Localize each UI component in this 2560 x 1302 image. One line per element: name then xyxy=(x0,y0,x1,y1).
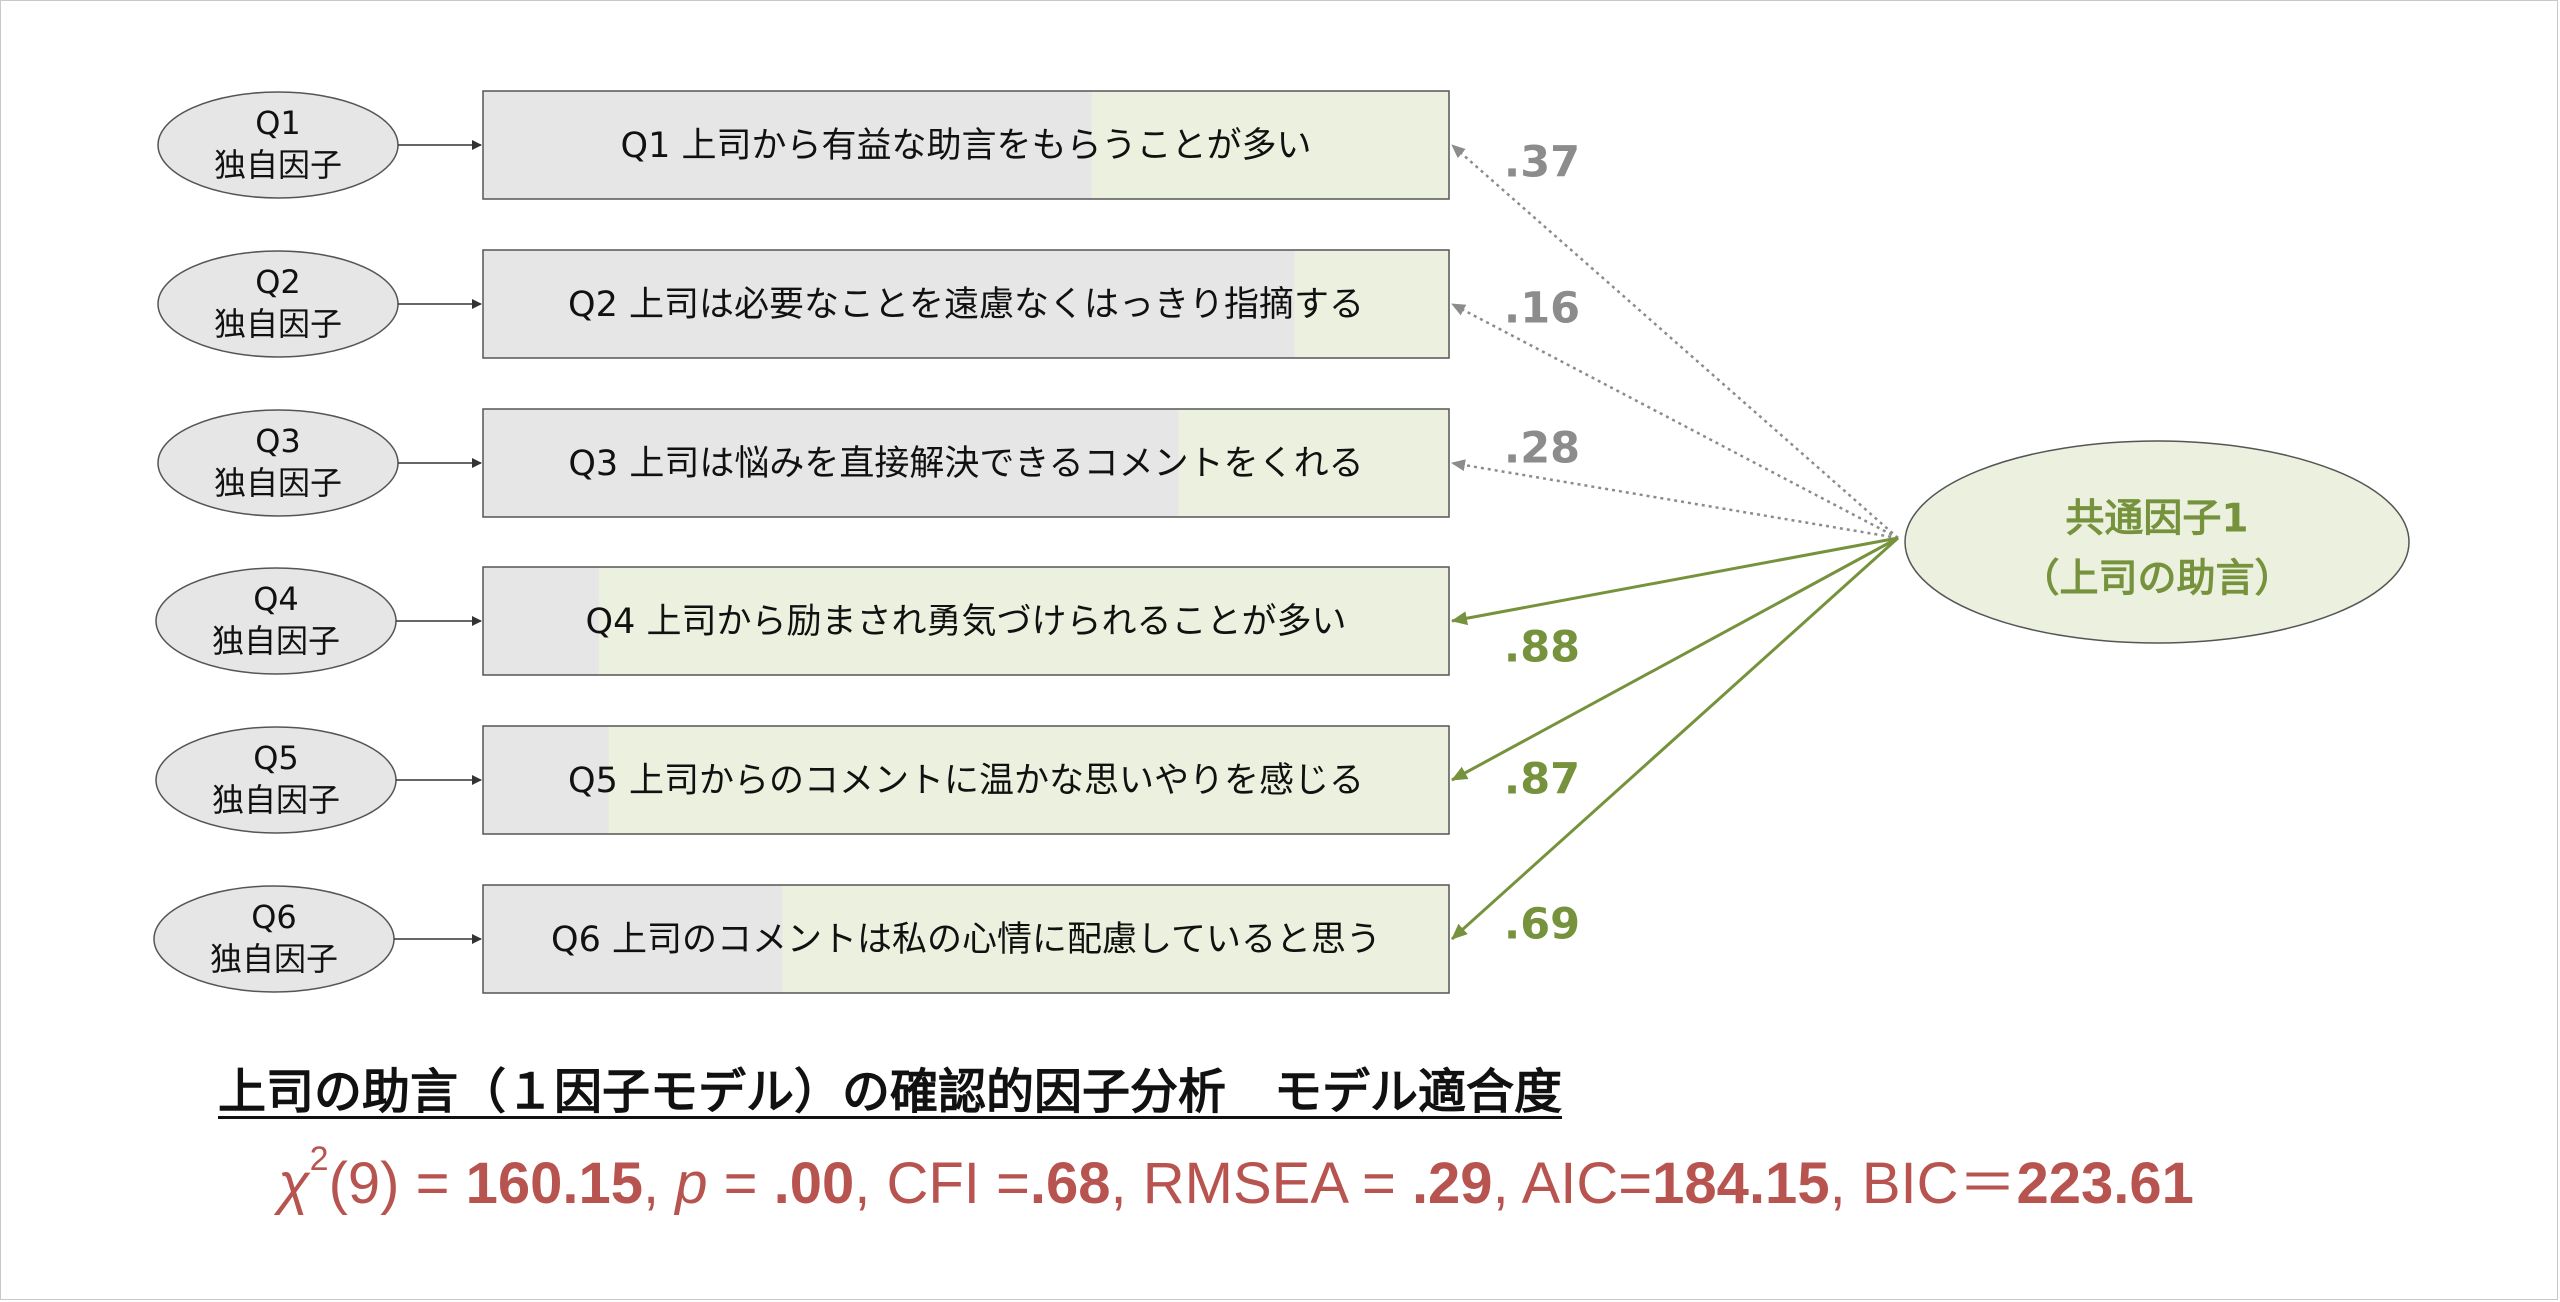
aic-value: 184.15 xyxy=(1652,1151,1830,1216)
item-text: Q2 上司は必要なことを遠慮なくはっきり指摘する xyxy=(568,285,1364,325)
loading-coefficient-q3: .28 xyxy=(1504,424,1580,474)
loading-path-q1 xyxy=(1451,144,1899,539)
sep-4: , xyxy=(1492,1151,1522,1216)
chi-value: 160.15 xyxy=(465,1151,643,1216)
p-symbol: p xyxy=(675,1151,708,1216)
item-loading-fill xyxy=(608,726,1449,834)
item-row-q5: Q5 独自因子 Q5 上司からのコメントに温かな思いやりを感じる .87 xyxy=(155,725,1580,835)
chi-equals: = xyxy=(399,1151,466,1216)
unique-factor-q4: Q4 独自因子 xyxy=(155,567,397,675)
item-box-q3: Q3 上司は悩みを直接解決できるコメントをくれる xyxy=(482,408,1450,518)
unique-factor-q2: Q2 独自因子 xyxy=(157,250,399,358)
fit-title: 上司の助言（１因子モデル）の確認的因子分析 モデル適合度 xyxy=(218,1064,1563,1120)
loading-coefficient-q6: .69 xyxy=(1504,900,1580,950)
item-text: Q3 上司は悩みを直接解決できるコメントをくれる xyxy=(568,444,1363,484)
loading-path-q4 xyxy=(1451,536,1899,626)
item-box-border xyxy=(482,249,1450,359)
loading-path-q2 xyxy=(1451,302,1899,540)
item-loading-fill xyxy=(1178,409,1449,517)
unique-factor-label: 独自因子 xyxy=(214,464,342,502)
unique-factor-q1: Q1 独自因子 xyxy=(157,91,399,199)
item-loading-fill xyxy=(1294,250,1449,358)
item-box-border xyxy=(482,725,1450,835)
loading-path-q6 xyxy=(1450,536,1900,941)
item-box-q1: Q1 上司から有益な助言をもらうことが多い xyxy=(482,90,1450,200)
sep-5: , xyxy=(1829,1151,1862,1216)
unique-factor-id: Q5 xyxy=(253,739,299,777)
item-loading-fill xyxy=(1091,91,1449,199)
item-text: Q5 上司からのコメントに温かな思いやりを感じる xyxy=(568,761,1364,801)
loading-paths xyxy=(1450,144,1900,941)
item-text: Q1 上司から有益な助言をもらうことが多い xyxy=(621,126,1312,166)
common-factor-sublabel: （上司の助言） xyxy=(2020,557,2293,602)
bic-label: BIC＝ xyxy=(1861,1151,2017,1216)
loading-coefficient-q5: .87 xyxy=(1504,755,1580,805)
fit-statistics: χ2(9) = 160.15, p = .00, CFI =.68, RMSEA… xyxy=(278,1136,2194,1220)
item-row-q2: Q2 独自因子 Q2 上司は必要なことを遠慮なくはっきり指摘する .16 xyxy=(157,249,1580,359)
unique-factor-id: Q3 xyxy=(255,422,301,460)
item-box-border xyxy=(482,408,1450,518)
sep-1: , xyxy=(643,1151,676,1216)
chi-superscript: 2 xyxy=(309,1140,329,1178)
item-box-border xyxy=(482,884,1450,994)
unique-factor-id: Q1 xyxy=(255,104,301,142)
unique-factor-label: 独自因子 xyxy=(214,305,342,343)
item-row-q6: Q6 独自因子 Q6 上司のコメントは私の心情に配慮していると思う .69 xyxy=(153,884,1580,994)
p-equals: = xyxy=(707,1151,774,1216)
sep-3: , xyxy=(1110,1151,1143,1216)
unique-factor-q3: Q3 独自因子 xyxy=(157,409,399,517)
common-factor: 共通因子1 （上司の助言） xyxy=(1904,440,2410,644)
sep-2: , xyxy=(854,1151,887,1216)
loading-coefficient-q2: .16 xyxy=(1504,284,1580,334)
item-box-q5: Q5 上司からのコメントに温かな思いやりを感じる xyxy=(482,725,1450,835)
chi-symbol: χ xyxy=(278,1151,310,1216)
loading-coefficient-q1: .37 xyxy=(1504,138,1580,188)
bic-value: 223.61 xyxy=(2016,1151,2194,1216)
loading-path-q3 xyxy=(1451,459,1899,540)
common-factor-label: 共通因子1 xyxy=(2065,497,2248,542)
item-box-q6: Q6 上司のコメントは私の心情に配慮していると思う xyxy=(482,884,1450,994)
unique-factor-id: Q4 xyxy=(253,580,299,618)
cfi-label: CFI = xyxy=(886,1151,1030,1216)
item-row-q3: Q3 独自因子 Q3 上司は悩みを直接解決できるコメントをくれる .28 xyxy=(157,408,1580,518)
loading-coefficient-q4: .88 xyxy=(1504,623,1580,673)
item-text: Q6 上司のコメントは私の心情に配慮していると思う xyxy=(551,920,1381,960)
item-text: Q4 上司から励まされ勇気づけられることが多い xyxy=(586,602,1347,642)
unique-factor-label: 独自因子 xyxy=(212,622,340,660)
common-factor-ellipse xyxy=(1904,440,2410,644)
item-box-base xyxy=(483,250,1449,358)
loading-path-q5 xyxy=(1451,536,1899,782)
item-box-q2: Q2 上司は必要なことを遠慮なくはっきり指摘する xyxy=(482,249,1450,359)
item-box-border xyxy=(482,566,1450,676)
unique-factor-id: Q2 xyxy=(255,263,301,301)
item-row-q1: Q1 独自因子 Q1 上司から有益な助言をもらうことが多い .37 xyxy=(157,90,1580,200)
item-loading-fill xyxy=(598,567,1449,675)
cfi-value: .68 xyxy=(1029,1151,1111,1216)
rmsea-label: RMSEA = xyxy=(1142,1151,1412,1216)
item-row-q4: Q4 独自因子 Q4 上司から励まされ勇気づけられることが多い .88 xyxy=(155,566,1580,676)
aic-label: AIC= xyxy=(1521,1151,1653,1216)
item-box-border xyxy=(482,90,1450,200)
unique-factor-q6: Q6 独自因子 xyxy=(153,885,395,993)
unique-factor-label: 独自因子 xyxy=(214,146,342,184)
item-box-q4: Q4 上司から励まされ勇気づけられることが多い xyxy=(482,566,1450,676)
chi-df: (9) xyxy=(328,1151,400,1216)
rmsea-value: .29 xyxy=(1411,1151,1493,1216)
unique-factor-label: 独自因子 xyxy=(212,781,340,819)
p-value: .00 xyxy=(773,1151,855,1216)
unique-factor-id: Q6 xyxy=(251,898,297,936)
unique-factor-label: 独自因子 xyxy=(210,940,338,978)
item-loading-fill xyxy=(782,885,1449,993)
unique-factor-q5: Q5 独自因子 xyxy=(155,726,397,834)
